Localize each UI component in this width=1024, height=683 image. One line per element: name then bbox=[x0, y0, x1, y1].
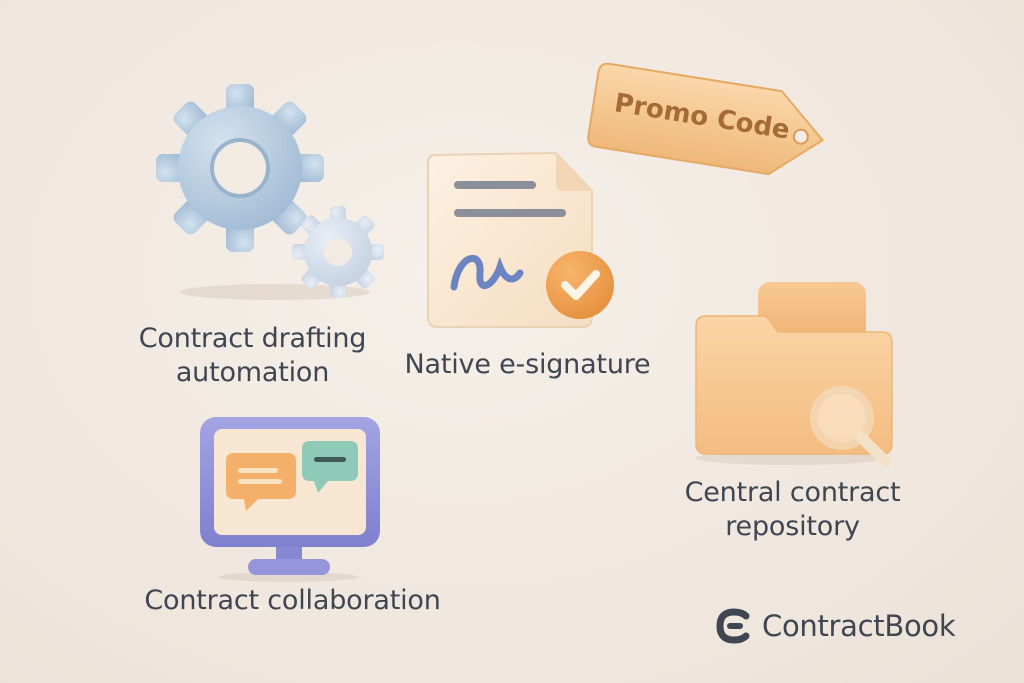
feature-esignature-line1: Native e-signature bbox=[404, 349, 651, 380]
tag-icon bbox=[587, 62, 825, 176]
feature-esignature-label: Native e-signature bbox=[395, 348, 660, 382]
feature-collaboration-line1: Contract collaboration bbox=[144, 585, 441, 616]
contractbook-logo-icon bbox=[716, 608, 752, 644]
feature-repository-line1: Central contract bbox=[684, 477, 901, 508]
feature-repository-line2: repository bbox=[725, 511, 860, 542]
gears-icon bbox=[155, 80, 390, 305]
folder-search-icon bbox=[690, 278, 905, 473]
brand-name: ContractBook bbox=[762, 609, 956, 643]
signed-document-icon bbox=[422, 145, 632, 335]
monitor-chat-icon bbox=[196, 413, 386, 583]
feature-drafting-line1: Contract drafting bbox=[138, 323, 367, 354]
feature-collaboration-label: Contract collaboration bbox=[120, 584, 465, 618]
feature-drafting-label: Contract drafting automation bbox=[120, 322, 385, 390]
brand-logo[interactable]: ContractBook bbox=[716, 604, 986, 648]
feature-repository-label: Central contract repository bbox=[660, 476, 925, 544]
promo-code-tag[interactable]: Promo Code bbox=[578, 62, 840, 182]
feature-drafting-line2: automation bbox=[175, 357, 330, 388]
